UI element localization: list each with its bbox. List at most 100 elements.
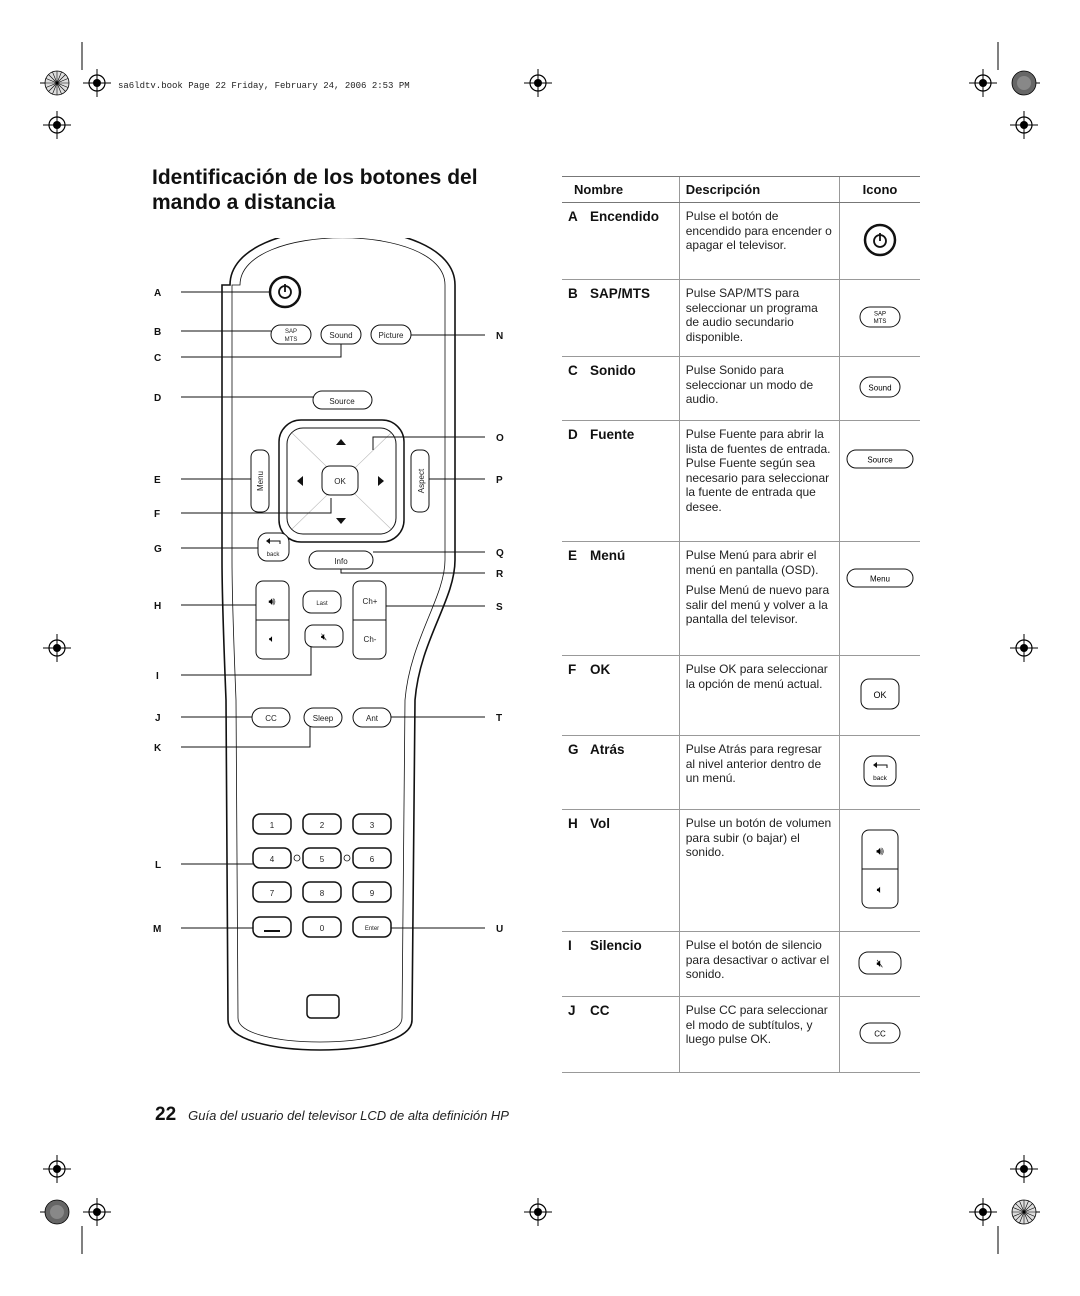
remote-body	[221, 238, 456, 1051]
remote-ch-down-label: Ch-	[364, 635, 377, 644]
remote-sap-top: SAP	[285, 329, 297, 335]
table-header-row: Nombre Descripción Icono	[562, 176, 920, 203]
remote-ch-up-label: Ch+	[363, 597, 378, 606]
remote-num6: 6	[370, 855, 375, 864]
callout-e: E	[154, 475, 161, 486]
remote-num4: 4	[270, 855, 275, 864]
remote-dpad: OK	[278, 419, 405, 543]
print-header: sa6ldtv.book Page 22 Friday, February 24…	[118, 81, 410, 91]
svg-text:🔈︎: 🔈︎	[877, 883, 884, 896]
callout-u: U	[496, 924, 503, 935]
remote-info-label: Info	[334, 557, 348, 566]
remote-ir-window	[306, 994, 340, 1019]
callout-a: A	[154, 288, 161, 299]
svg-text:MTS: MTS	[874, 319, 887, 325]
callout-p: P	[496, 475, 503, 486]
remote-num2: 2	[320, 821, 325, 830]
remote-sleep-label: Sleep	[313, 714, 334, 723]
power-icon	[863, 223, 897, 256]
remote-enter: Enter	[365, 926, 379, 932]
remote-num8: 8	[320, 889, 325, 898]
title-line-1: Identificación de los botones del	[152, 166, 478, 189]
callout-t: T	[496, 713, 502, 724]
title-line-2: mando a distancia	[152, 191, 336, 214]
svg-text:🔇︎: 🔇︎	[877, 957, 884, 970]
callout-o: O	[496, 433, 504, 444]
svg-text:Menu: Menu	[870, 575, 890, 584]
callout-d: D	[154, 393, 161, 404]
remote-cc-label: CC	[265, 714, 277, 723]
remote-power-button	[268, 275, 302, 309]
remote-sleep-button	[303, 707, 343, 728]
callout-n: N	[496, 331, 503, 342]
callout-i: I	[156, 671, 159, 682]
svg-text:Sound: Sound	[868, 384, 891, 393]
callout-l: L	[155, 860, 161, 871]
callout-g: G	[154, 544, 162, 555]
svg-text:🔊︎: 🔊︎	[269, 595, 276, 608]
remote-menu-label: Menu	[256, 471, 265, 491]
remote-source-label: Source	[329, 397, 355, 406]
mute-icon: 🔇︎	[858, 951, 902, 974]
remote-last-button	[302, 590, 342, 614]
remote-back-label: back	[267, 552, 281, 558]
volume-icon: 🔊︎🔈︎	[861, 829, 899, 909]
callout-h: H	[154, 601, 161, 612]
callout-f: F	[154, 509, 160, 520]
remote-sap-bottom: MTS	[285, 337, 298, 343]
remote-aspect-button	[410, 449, 430, 513]
remote-menu-button	[250, 449, 270, 513]
page-title: Identificación de los botones del mando …	[152, 165, 532, 215]
cc-icon: CC	[859, 1022, 901, 1044]
svg-text:CC: CC	[874, 1030, 886, 1039]
header-icon: Icono	[839, 176, 920, 203]
page-number: 22	[155, 1104, 177, 1125]
remote-num1: 1	[270, 821, 275, 830]
header-description: Descripción	[678, 176, 840, 203]
remote-num9: 9	[370, 889, 375, 898]
svg-text:Source: Source	[867, 456, 893, 465]
sap-mts-icon: SAP MTS	[859, 306, 901, 327]
callout-c: C	[154, 353, 161, 364]
callout-r: R	[496, 569, 504, 580]
menu-icon: Menu	[846, 568, 914, 588]
callout-q: Q	[496, 548, 504, 559]
back-icon: back	[863, 755, 897, 787]
svg-text:back: back	[873, 775, 887, 782]
svg-text:OK: OK	[873, 690, 886, 700]
footer-text: Guía del usuario del televisor LCD de al…	[188, 1108, 509, 1123]
remote-ok-label: OK	[334, 477, 346, 486]
remote-num7: 7	[270, 889, 275, 898]
page-footer: 22 Guía del usuario del televisor LCD de …	[155, 1104, 509, 1126]
remote-num5: 5	[320, 855, 325, 864]
remote-num3: 3	[370, 821, 375, 830]
remote-back-button	[257, 532, 290, 562]
source-icon: Source	[846, 449, 914, 469]
remote-picture-label: Picture	[379, 331, 404, 340]
remote-last-label: Last	[316, 601, 328, 607]
remote-sap-button	[270, 324, 312, 345]
callout-m: M	[153, 924, 161, 935]
remote-number-pad	[252, 813, 392, 938]
callout-b: B	[154, 327, 161, 338]
header-name: Nombre	[562, 176, 680, 203]
remote-aspect-label: Aspect	[417, 468, 426, 493]
remote-sound-label: Sound	[329, 331, 352, 340]
remote-source-button	[312, 390, 373, 410]
svg-text:SAP: SAP	[874, 311, 886, 317]
remote-mute-button	[304, 624, 344, 648]
callout-j: J	[155, 713, 161, 724]
svg-text:🔇︎: 🔇︎	[321, 632, 327, 643]
callout-s: S	[496, 602, 503, 613]
